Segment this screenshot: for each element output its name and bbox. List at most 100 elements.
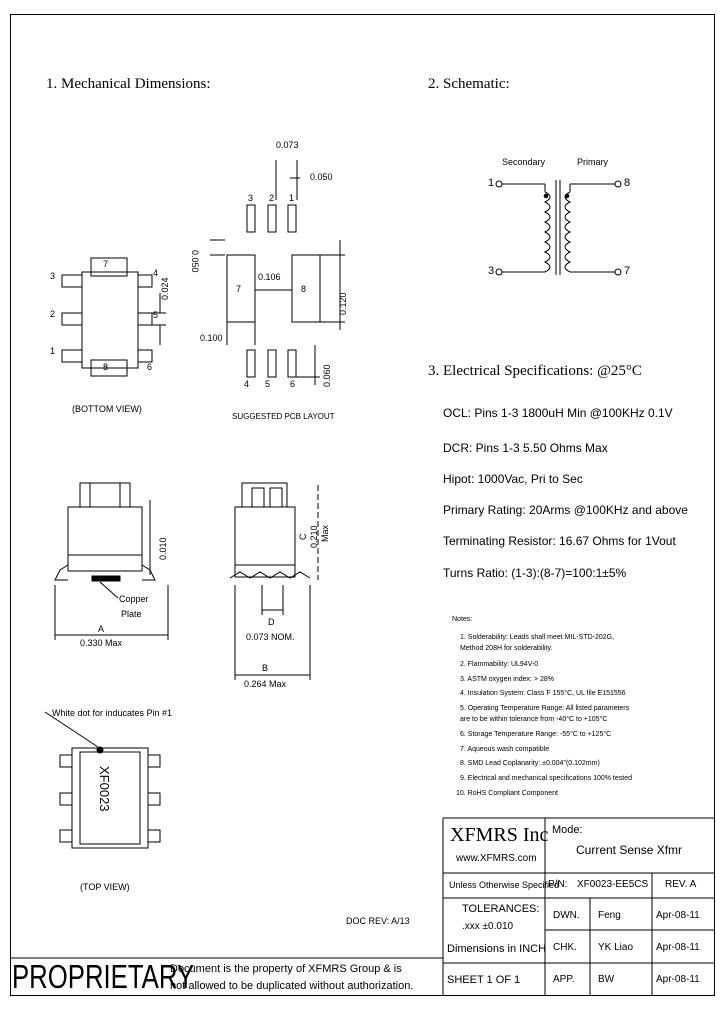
model-value: Current Sense Xfmr xyxy=(576,843,683,857)
bv-pin-4: 4 xyxy=(153,268,159,278)
dim-a-value: 0.330 Max xyxy=(80,638,123,648)
dim-a-letter: A xyxy=(98,624,105,634)
bv-pin-7: 7 xyxy=(103,259,109,269)
dim-0-060: 0.060 xyxy=(322,364,332,387)
secondary-winding xyxy=(543,191,551,273)
bottom-view-pin-2 xyxy=(61,312,83,326)
pcb-pin-2: 2 xyxy=(269,193,275,203)
pin1-white-dot xyxy=(96,746,104,754)
note-5b: are to be within tolerance from -40°C to… xyxy=(460,716,608,723)
pn-label: P/N: xyxy=(548,879,568,890)
secondary-label: Secondary xyxy=(502,157,546,167)
bv-pin-1: 1 xyxy=(50,346,56,356)
notes-title: Notes: xyxy=(452,616,473,623)
bottom-view-pin-1 xyxy=(61,349,83,363)
pcb-pad-5 xyxy=(267,349,277,378)
sch-pin-8: 8 xyxy=(624,177,631,189)
note-7: 7. Aqueous wash compatible xyxy=(460,746,550,753)
copper-label: Copper xyxy=(119,594,149,604)
bv-pin-2: 2 xyxy=(50,309,56,319)
pcb-pad-4 xyxy=(246,349,256,378)
model-label: Mode: xyxy=(552,824,583,836)
sch-pin-1: 1 xyxy=(488,177,495,189)
company-url: www.XFMRS.com xyxy=(456,853,537,864)
dim-d-value: 0.073 NOM. xyxy=(246,632,295,642)
pcb-pin-5: 5 xyxy=(265,379,271,389)
side-a-base xyxy=(67,554,143,572)
note-10: 10. RoHS Compliant Component xyxy=(456,790,558,797)
bv-pin-6: 6 xyxy=(147,362,153,372)
pcb-pin-4: 4 xyxy=(244,379,250,389)
pcb-pin-3: 3 xyxy=(248,193,254,203)
pcb-pin-1: 1 xyxy=(289,193,295,203)
note-4: 4. Insulation System: Class F 155°C, UL … xyxy=(460,690,626,697)
primary-winding xyxy=(564,191,572,273)
tolerances-value: .xxx ±0.010 xyxy=(462,921,514,932)
heading-mechanical: 1. Mechanical Dimensions: xyxy=(46,76,211,92)
dimension-units: Dimensions in INCH xyxy=(447,943,547,955)
top-view-label: (TOP VIEW) xyxy=(80,882,130,892)
spec-ocl: OCL: Pins 1-3 1800uH Min @100KHz 0.1V xyxy=(443,406,673,420)
note-6: 6. Storage Temperature Range: -55°C to +… xyxy=(460,731,612,738)
dim-c-letter: C xyxy=(298,533,308,541)
chk-name: YK Liao xyxy=(598,942,634,953)
dim-0-210: 0.210 xyxy=(309,525,319,548)
dim-0-100: 0.100 xyxy=(200,333,223,343)
pcb-layout-label: SUGGESTED PCB LAYOUT xyxy=(232,412,335,421)
pcb-pad-7 xyxy=(226,254,256,323)
side-a-body xyxy=(67,506,143,556)
sch-pin-7: 7 xyxy=(624,265,631,277)
dwn-date: Apr-08-11 xyxy=(656,910,700,921)
chk-label: CHK. xyxy=(553,942,577,953)
app-label: APP. xyxy=(553,974,575,985)
pcb-pad-3 xyxy=(246,204,256,233)
bottom-view-pin-6 xyxy=(137,349,153,363)
bottom-view-pad-8 xyxy=(90,359,128,377)
pn-value: XF0023-EE5CS xyxy=(577,879,649,890)
rev-value: REV. A xyxy=(665,879,697,890)
dim-max: Max xyxy=(320,524,330,542)
dim-0-024: 0.024 xyxy=(160,277,170,300)
unless-specified: Unless Otherwise Specified xyxy=(449,880,560,890)
sheet-number: SHEET 1 OF 1 xyxy=(447,974,521,986)
dim-0-050-vert: 0.050 xyxy=(190,250,200,273)
tolerances-title: TOLERANCES: xyxy=(462,903,540,915)
spec-turns-ratio: Turns Ratio: (1-3):(8-7)=100:1±5% xyxy=(443,566,627,580)
pcb-pin-6: 6 xyxy=(290,379,296,389)
primary-label: Primary xyxy=(577,157,608,167)
spec-dcr: DCR: Pins 1-3 5.50 Ohms Max xyxy=(443,441,608,455)
proprietary-line-1: Document is the property of XFMRS Group … xyxy=(170,963,402,975)
pcb-pin-8: 8 xyxy=(301,284,307,294)
bottom-view-label: (BOTTOM VIEW) xyxy=(72,404,142,414)
pcb-pad-6 xyxy=(287,349,297,378)
app-date: Apr-08-11 xyxy=(656,974,700,985)
proprietary-word: PROPRIETARY xyxy=(12,958,195,995)
side-a-top-block xyxy=(79,482,131,508)
dim-b-letter: B xyxy=(262,663,269,673)
note-5a: 5. Operating Temperature Range: All list… xyxy=(460,705,630,712)
pcb-pad-2 xyxy=(267,204,277,233)
bottom-view-pin-3 xyxy=(61,274,83,288)
app-name: BW xyxy=(598,974,615,985)
dim-0-073-top: 0.073 xyxy=(276,140,299,150)
dim-d-letter: D xyxy=(268,617,275,627)
bv-pin-3: 3 xyxy=(50,271,56,281)
part-marking: XF0023 xyxy=(97,766,112,812)
bottom-view-pin-5 xyxy=(137,312,153,326)
company-name: XFMRS Inc xyxy=(450,824,549,846)
chk-date: Apr-08-11 xyxy=(656,942,700,953)
pcb-pin-7: 7 xyxy=(236,284,242,294)
plate-label: Plate xyxy=(121,609,142,619)
sch-pin-3: 3 xyxy=(488,265,495,277)
side-a-lead-right xyxy=(141,564,156,581)
proprietary-line-2: not allowed to be duplicated without aut… xyxy=(170,980,414,992)
bv-pin-5: 5 xyxy=(153,310,159,320)
dim-b-value: 0.264 Max xyxy=(244,679,287,689)
pcb-pad-8 xyxy=(291,254,321,323)
pcb-pad-1 xyxy=(287,204,297,233)
bottom-view-pad-7 xyxy=(90,257,128,277)
bv-pin-8: 8 xyxy=(103,362,109,372)
heading-electrical: 3. Electrical Specifications: @25°C xyxy=(428,363,642,379)
dim-0-120: 0.120 xyxy=(338,292,348,315)
